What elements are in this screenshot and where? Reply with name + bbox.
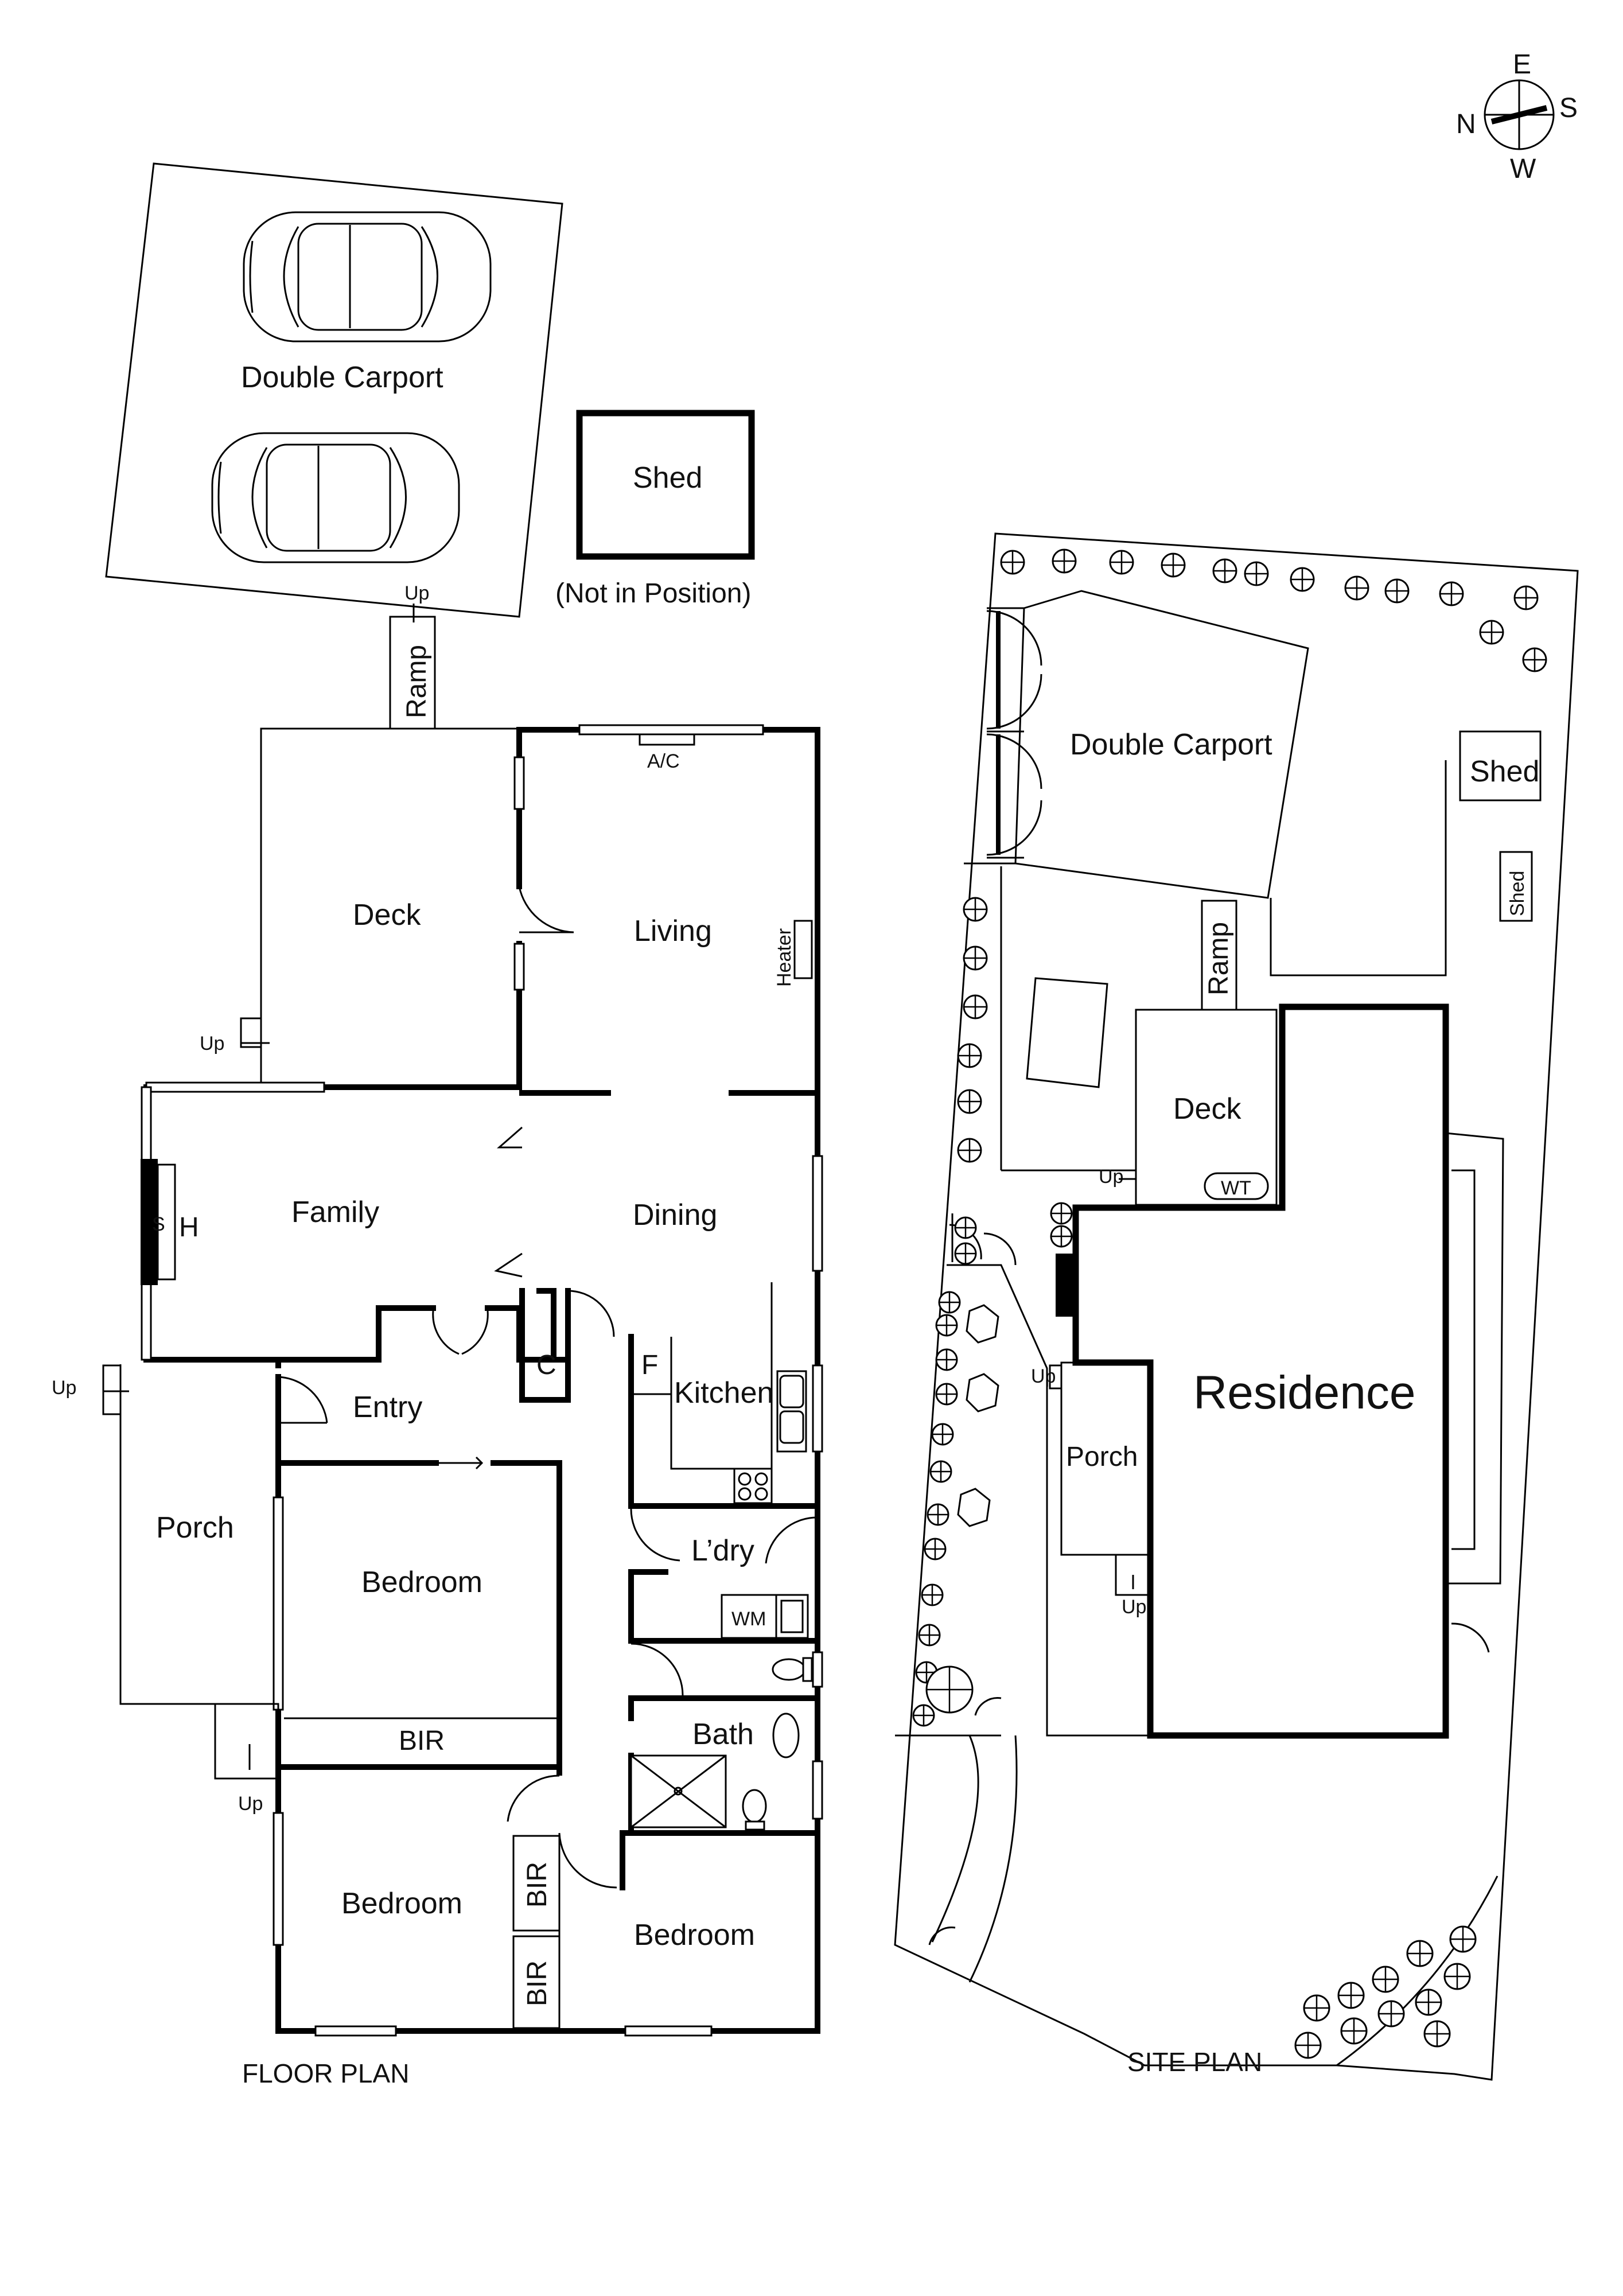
up-label: Up: [238, 1793, 263, 1815]
bir-1-label: BIR: [399, 1726, 445, 1756]
bedroom-3-label: Bedroom: [634, 1918, 755, 1952]
fridge-label: F: [641, 1350, 658, 1380]
compass-east: E: [1513, 49, 1531, 80]
cupboard-label: C: [536, 1350, 556, 1380]
site-shed-small-label: Shed: [1507, 871, 1528, 916]
heater-h-label: H: [179, 1212, 199, 1243]
heater-s-label: S: [152, 1213, 165, 1235]
site-shed-label: Shed: [1470, 755, 1539, 788]
deck-label: Deck: [353, 898, 421, 932]
bath-label: Bath: [692, 1718, 754, 1751]
tree-icon: [1294, 1925, 1477, 2059]
heater-label: Heater: [773, 928, 795, 987]
shed-label: Shed: [633, 461, 702, 495]
shed-outline: [576, 410, 755, 560]
family-label: Family: [291, 1196, 379, 1229]
floor-plan: Double Carport Shed (Not in Position) Ra…: [52, 162, 823, 2088]
bedroom-1-label: Bedroom: [361, 1566, 482, 1599]
residence-label: Residence: [1193, 1367, 1415, 1419]
compass-rose: E N S W: [1456, 49, 1578, 184]
ac-label: A/C: [647, 750, 680, 772]
laundry-label: L’dry: [691, 1534, 754, 1567]
up-label: Up: [200, 1033, 224, 1054]
porch-label: Porch: [156, 1511, 234, 1544]
tree-icon: [912, 897, 1073, 1727]
compass-south: S: [1559, 93, 1578, 123]
car-icon: [211, 432, 460, 563]
floor-plan-caption: FLOOR PLAN: [242, 2058, 409, 2088]
ramp-label: Ramp: [402, 645, 432, 718]
site-plan: Double Carport Shed Shed Ramp Deck WT Up: [894, 532, 1579, 2081]
tree-icon: [1000, 548, 1547, 672]
living-label: Living: [634, 914, 712, 948]
shed-note: (Not in Position): [555, 578, 751, 609]
compass-north: N: [1456, 109, 1476, 139]
site-plan-caption: SITE PLAN: [1127, 2047, 1262, 2077]
site-ramp-label: Ramp: [1204, 922, 1234, 995]
bir-3-label: BIR: [522, 1960, 552, 2006]
dining-label: Dining: [633, 1198, 717, 1232]
washing-machine-label: WM: [731, 1608, 766, 1630]
site-carport-outline: [1014, 590, 1309, 899]
bir-2-label: BIR: [522, 1862, 552, 1908]
up-label: Up: [1122, 1596, 1146, 1618]
up-label: Up: [1031, 1365, 1056, 1387]
carport-outline: [105, 162, 563, 618]
carport-label: Double Carport: [241, 361, 443, 394]
up-label: Up: [404, 582, 429, 604]
windows: [141, 724, 823, 2037]
site-carport-label: Double Carport: [1070, 728, 1272, 761]
car-icon: [243, 211, 492, 343]
bedroom-2-label: Bedroom: [341, 1887, 462, 1920]
water-tank-label: WT: [1221, 1177, 1251, 1199]
kitchen-label: Kitchen: [674, 1376, 773, 1410]
compass-west: W: [1510, 154, 1536, 184]
entry-label: Entry: [353, 1391, 422, 1424]
site-deck-label: Deck: [1173, 1092, 1241, 1126]
up-label: Up: [1099, 1166, 1123, 1188]
site-porch-label: Porch: [1066, 1442, 1138, 1472]
up-label: Up: [52, 1377, 76, 1399]
deck-outline: [260, 727, 519, 1087]
